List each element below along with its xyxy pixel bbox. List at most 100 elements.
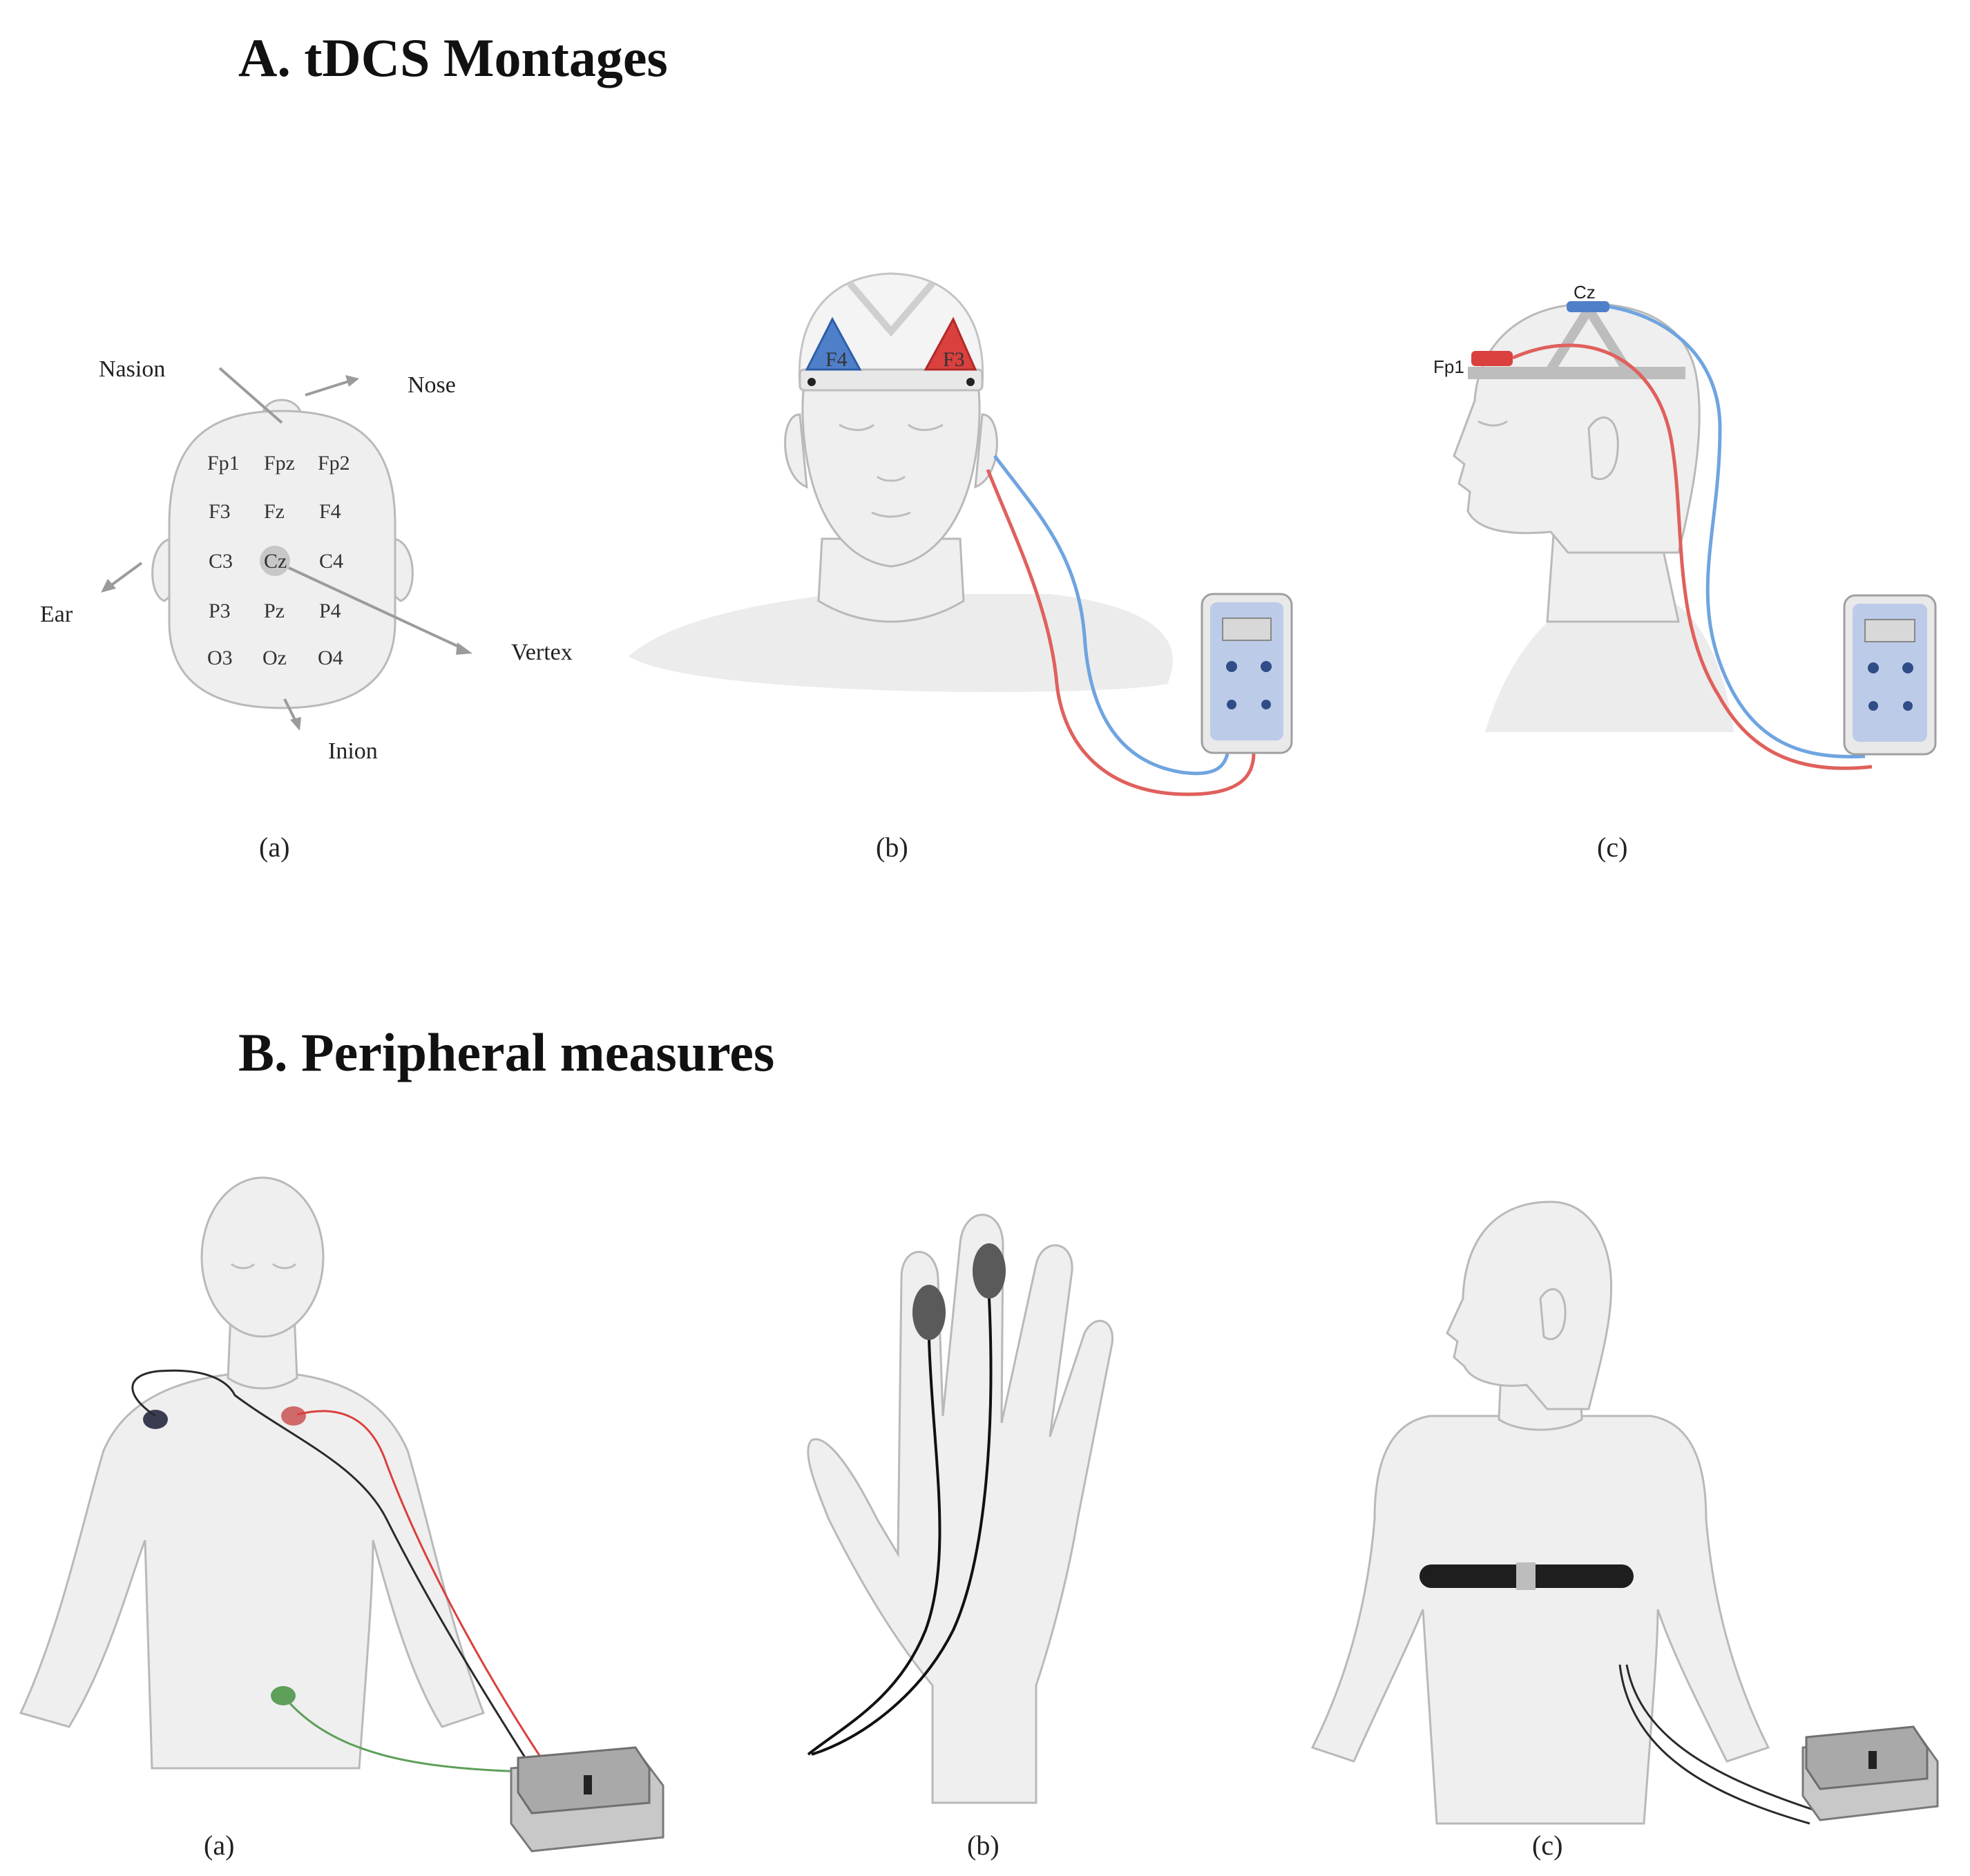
nose-arrowhead [345,375,359,387]
label-pad-right: F3 [943,348,965,371]
side-stimulator-display [1864,619,1915,642]
eda-setup [807,1214,1114,1804]
stimulator-knob [1903,701,1913,711]
nose-arrow [305,380,350,396]
cap-headband [798,368,984,392]
electrode-label: C3 [209,550,233,573]
cathode-pad-cz [1567,301,1609,312]
caption-a-b: (b) [876,832,908,863]
finger-lead-1 [807,1339,941,1756]
side-shoulders [1485,601,1734,732]
label-fp1: Fp1 [1433,356,1464,377]
anode-pad [924,316,977,371]
side-wire-blue [1609,305,1866,759]
ecg-lead-red [296,1410,547,1765]
respiration-setup [1310,1200,1939,1825]
nasion-pointer [218,367,283,424]
stimulator-knob [1226,661,1237,672]
band-rivet [807,378,816,386]
electrode-map: Fp1 Fpz Fp2 F3 Fz F4 C3 Cz C4 P3 Pz P4 O… [40,356,573,764]
electrode-label: C4 [319,550,343,573]
right-ear [974,413,998,489]
electrode-label: P4 [319,600,341,622]
electrode-label: Fp2 [318,452,350,475]
side-ear [1587,416,1619,481]
caption-b-b: (b) [967,1830,1000,1861]
ear-arrow [109,562,143,587]
caption-b-c: (c) [1532,1830,1562,1861]
finger-electrode-1 [912,1285,946,1340]
mouth [871,511,911,518]
left-ear [151,537,174,602]
label-vertex: Vertex [511,640,573,665]
electrode-grid: Fp1 Fpz Fp2 F3 Fz F4 C3 Cz C4 P3 Pz P4 O… [207,452,350,669]
stimulator-knob [1227,700,1236,709]
side-wire-red [1512,343,1873,770]
belt-sensor [1516,1562,1536,1590]
cap-straps [847,280,935,337]
stimulator-knob [1868,701,1878,711]
respiration-torso [1310,1415,1770,1825]
respiration-head [1446,1200,1613,1410]
label-nose: Nose [408,372,456,398]
electrode-label: Fpz [264,452,295,475]
electrode-label: Oz [262,647,287,669]
ecg-head [200,1176,325,1338]
right-ear [391,537,414,602]
ecg-lead-black [131,1369,533,1769]
ecg-electrode-black [143,1410,168,1429]
left-ear [784,413,808,489]
frontal-montage: F4 F3 [629,272,1293,796]
caption-a-c: (c) [1597,832,1627,863]
belt-recorder-body [1805,1725,1929,1790]
left-eye [839,423,874,431]
electrode-label: F4 [319,500,341,523]
vertex-arrow [288,566,462,649]
caption-a-a: (a) [259,832,289,863]
wire-blue [993,454,1230,776]
shoulders [629,594,1173,692]
stimulator-knob [1868,662,1879,673]
stimulator-knob [1261,700,1271,709]
electrode-label: P3 [209,600,231,622]
vertex-arrowhead [456,642,472,655]
cz-highlight [260,546,290,576]
side-montage: Cz Fp1 [1433,282,1937,770]
label-ear: Ear [40,602,73,627]
section-a-title: A. tDCS Montages [238,28,668,88]
electrode-label: Fz [264,500,285,523]
nose [877,475,906,482]
label-inion: Inion [328,738,378,764]
ecg-eye [231,1263,256,1270]
inion-arrow [283,698,297,722]
ecg-eye [272,1263,297,1270]
ecg-electrode-red [281,1406,306,1426]
ear-arrowhead [101,579,116,593]
ecg-lead-green [282,1695,526,1773]
section-b-title: B. Peripheral measures [238,1022,774,1082]
label-nasion: Nasion [99,356,165,382]
wire-red [986,469,1256,796]
right-eye [908,423,944,431]
head-profile [1453,303,1701,554]
ecg-setup [19,1176,664,1853]
stimulator-display [1222,618,1272,641]
label-cz: Cz [1574,282,1596,303]
electrode-label: Fp1 [207,452,240,475]
neck [817,537,965,623]
label-pad-left: F4 [825,348,848,371]
finger-lead-2 [811,1298,993,1756]
electrode-label: Pz [264,600,285,622]
electrode-label: Cz [264,550,287,573]
band-rivet [966,378,975,386]
hand [807,1214,1114,1804]
electrode-label: O4 [318,647,343,669]
recorder-slot [584,1775,592,1794]
finger-electrode-2 [973,1243,1006,1299]
belt-recorder-slot [1868,1751,1877,1769]
stimulator-knob [1261,661,1272,672]
belt-lead-2 [1625,1664,1814,1811]
cathode-pad [805,316,862,371]
respiration-ear [1539,1288,1567,1341]
